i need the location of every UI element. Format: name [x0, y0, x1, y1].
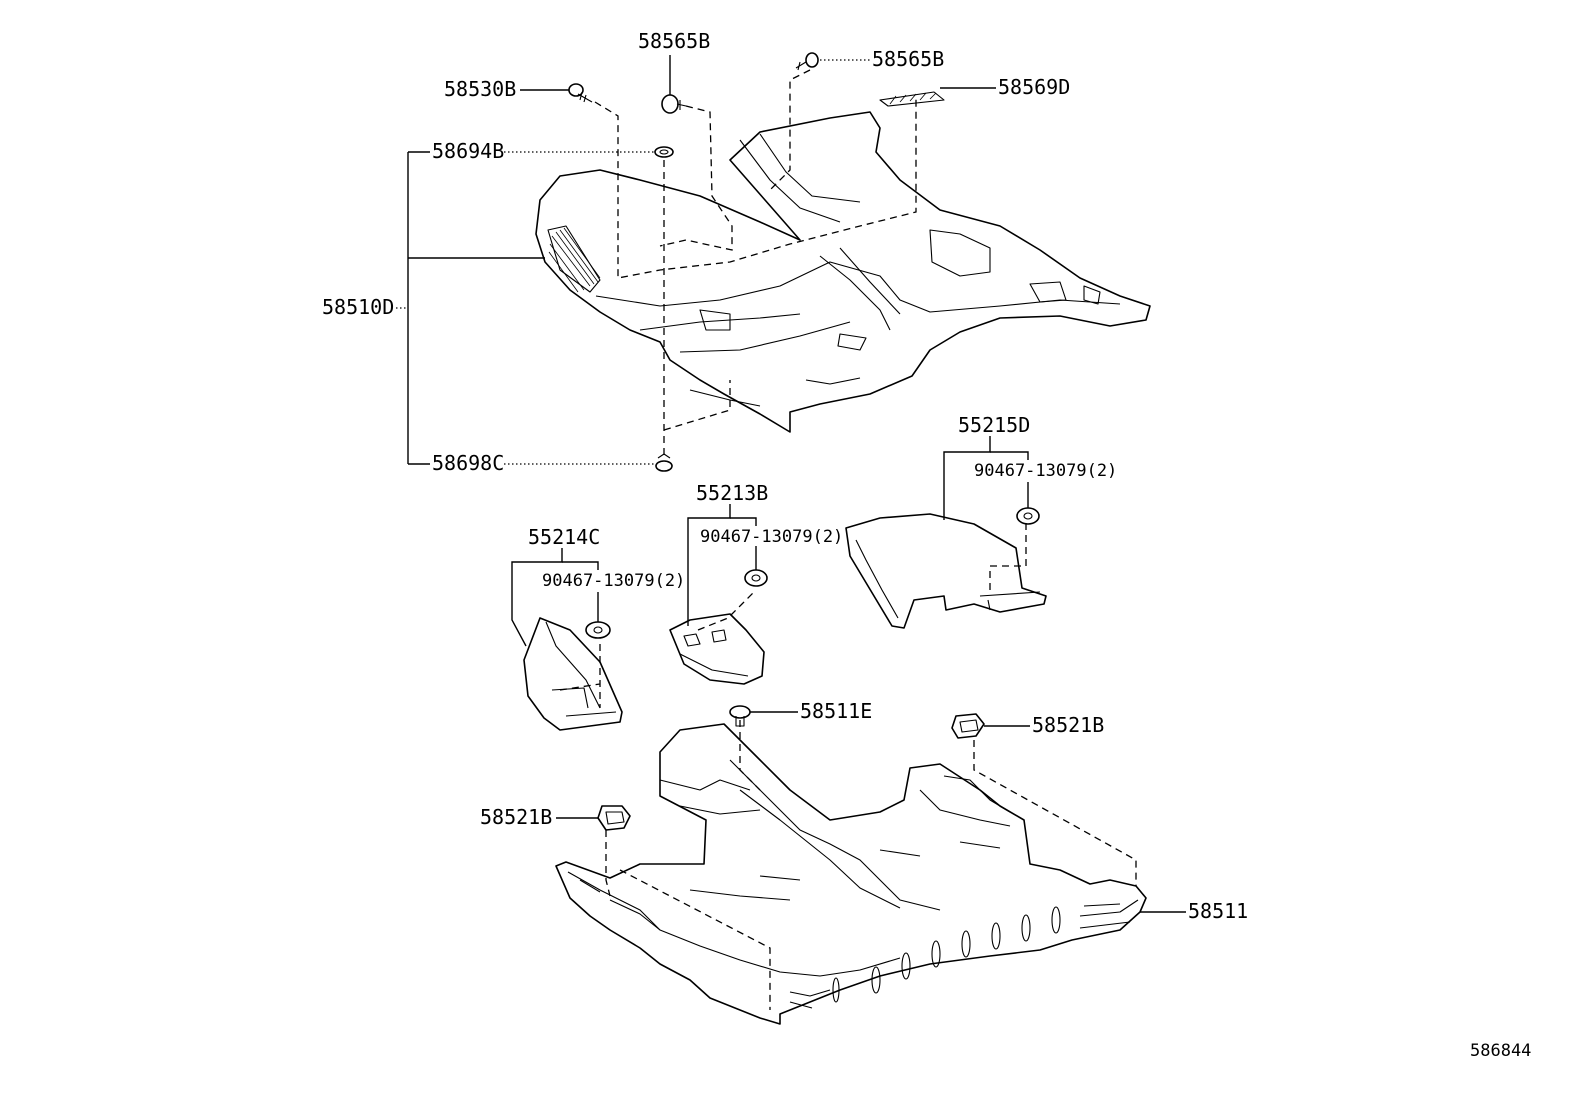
oval-holes: [832, 906, 1061, 1003]
label-55215d: 55215D: [958, 413, 1030, 437]
clip-58521b-right-icon: [951, 713, 985, 739]
panel-55215d: [845, 507, 1047, 629]
label-58521b-right: 58521B: [1032, 713, 1104, 737]
label-58694b: 58694B: [432, 139, 504, 163]
clip-90467-icon: [1016, 507, 1040, 525]
screw-58530b-icon: [568, 83, 593, 103]
clip-58565b-icon: [661, 94, 687, 114]
clip-90467-icon: [585, 621, 611, 639]
clip-58521b-left-icon: [597, 805, 631, 831]
label-58698c: 58698C: [432, 451, 504, 475]
panel-55214c: [523, 617, 623, 731]
label-58521b-left: 58521B: [480, 805, 552, 829]
label-55215d-sub: 90467-13079(2): [974, 461, 1117, 481]
label-58565b-top: 58565B: [638, 29, 710, 53]
leader-lines: [396, 55, 1186, 913]
label-55213b-sub: 90467-13079(2): [700, 527, 843, 547]
assembly-lines-lower: [605, 720, 1137, 1010]
label-58569d: 58569D: [998, 75, 1070, 99]
fasteners-upper: [568, 52, 819, 472]
grommet-58698c-icon: [655, 453, 673, 472]
diagram-reference-number: 586844: [1470, 1041, 1531, 1061]
label-58565b-right: 58565B: [872, 47, 944, 71]
label-55213b: 55213B: [696, 481, 768, 505]
label-58511e: 58511E: [800, 699, 872, 723]
panel-55213b: [669, 569, 768, 685]
grommet-58694b-icon: [654, 146, 674, 158]
label-55214c: 55214C: [528, 525, 600, 549]
label-58511: 58511: [1188, 899, 1248, 923]
label-58510d: 58510D: [322, 295, 394, 319]
label-58530b: 58530B: [444, 77, 516, 101]
clip-90467-icon: [744, 569, 768, 587]
floor-silencer-lower: [555, 723, 1147, 1025]
part-labels: 58565B 58530B 58565B 58569D 58694B 58510…: [322, 29, 1531, 1061]
label-55214c-sub: 90467-13079(2): [542, 571, 685, 591]
fasteners-lower: [597, 705, 985, 831]
assembly-lines-upper: [594, 69, 917, 460]
floor-carpet-upper: [535, 91, 1151, 433]
clip-58565b-right-icon: [795, 52, 819, 71]
